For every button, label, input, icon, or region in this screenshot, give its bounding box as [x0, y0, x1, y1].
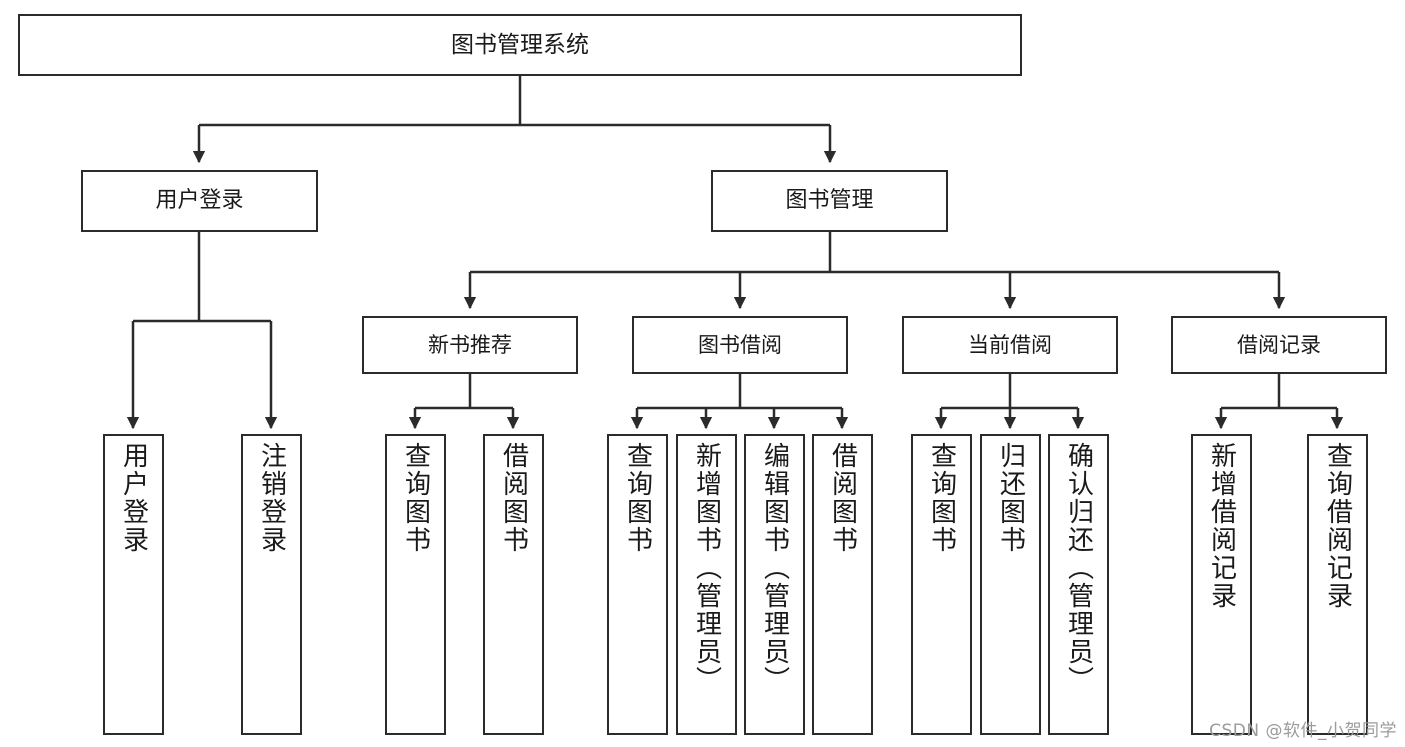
leaf-label: 归还图书 — [995, 442, 1026, 554]
leaf-label: 用户登录 — [118, 442, 149, 554]
node-label: 图书管理 — [785, 188, 874, 214]
leaf-book-borrow-add-book-admin[interactable]: 新增图书（管理员） — [676, 434, 737, 735]
node-book-management[interactable]: 图书管理 — [711, 170, 948, 232]
leaf-borrow-record-query-record[interactable]: 查询借阅记录 — [1307, 434, 1368, 735]
leaf-current-borrow-query-book[interactable]: 查询图书 — [911, 434, 972, 735]
leaf-new-book-borrow-book[interactable]: 借阅图书 — [483, 434, 544, 735]
node-user-login[interactable]: 用户登录 — [81, 170, 318, 232]
leaf-label: 查询借阅记录 — [1322, 442, 1353, 610]
node-book-borrow[interactable]: 图书借阅 — [632, 316, 848, 374]
leaf-current-borrow-return-book[interactable]: 归还图书 — [980, 434, 1041, 735]
csdn-watermark: CSDN @软件_小贺同学 — [1209, 721, 1397, 741]
node-label: 图书管理系统 — [451, 31, 589, 58]
node-borrow-record[interactable]: 借阅记录 — [1171, 316, 1387, 374]
node-label: 新书推荐 — [428, 332, 512, 357]
leaf-label: 查询图书 — [926, 442, 957, 554]
leaf-borrow-record-add-record[interactable]: 新增借阅记录 — [1191, 434, 1252, 735]
node-label: 当前借阅 — [968, 332, 1052, 357]
node-label: 借阅记录 — [1237, 332, 1321, 357]
leaf-user-login-logout[interactable]: 注销登录 — [241, 434, 302, 735]
leaf-new-book-query-book[interactable]: 查询图书 — [385, 434, 446, 735]
leaf-label: 查询图书 — [622, 442, 653, 554]
leaf-user-login-login[interactable]: 用户登录 — [103, 434, 164, 735]
leaf-label: 新增图书（管理员） — [691, 442, 722, 694]
leaf-label: 查询图书 — [400, 442, 431, 554]
node-root-book-management-system[interactable]: 图书管理系统 — [18, 14, 1022, 76]
node-label: 用户登录 — [155, 188, 244, 214]
leaf-book-borrow-edit-book-admin[interactable]: 编辑图书（管理员） — [744, 434, 805, 735]
leaf-label: 注销登录 — [256, 442, 287, 554]
node-label: 图书借阅 — [698, 332, 782, 357]
leaf-label: 确认归还（管理员） — [1063, 442, 1094, 694]
leaf-label: 借阅图书 — [827, 442, 858, 554]
leaf-label: 借阅图书 — [498, 442, 529, 554]
leaf-book-borrow-query-book[interactable]: 查询图书 — [607, 434, 668, 735]
node-current-borrow[interactable]: 当前借阅 — [902, 316, 1118, 374]
node-new-book-recommend[interactable]: 新书推荐 — [362, 316, 578, 374]
leaf-book-borrow-borrow-book[interactable]: 借阅图书 — [812, 434, 873, 735]
leaf-label: 编辑图书（管理员） — [759, 442, 790, 694]
leaf-current-borrow-confirm-return-admin[interactable]: 确认归还（管理员） — [1048, 434, 1109, 735]
leaf-label: 新增借阅记录 — [1206, 442, 1237, 610]
